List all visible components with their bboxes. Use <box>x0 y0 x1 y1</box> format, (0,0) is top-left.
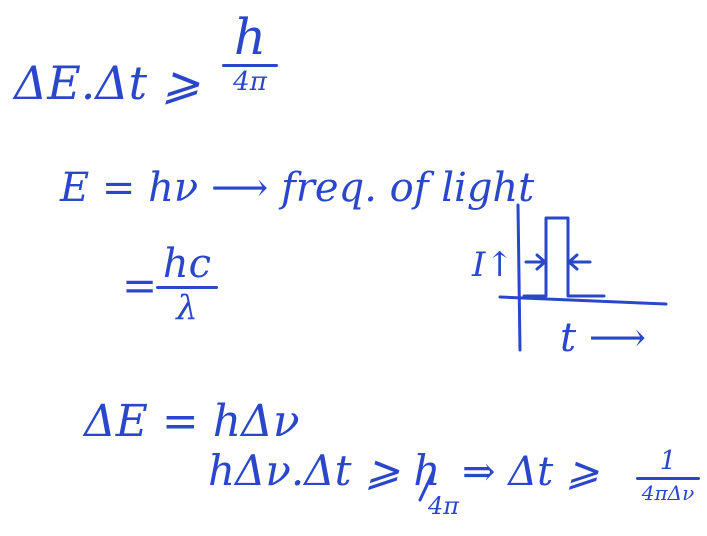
fraction-denominator: 4π <box>233 67 267 97</box>
energy-spread-relation: ΔE = hΔν <box>84 396 300 447</box>
fraction-bar <box>156 286 218 289</box>
fraction-numerator: h <box>233 8 267 66</box>
uncertainty-lhs: ΔE.Δt ⩾ <box>14 56 201 110</box>
fraction-denominator: 4πΔν <box>641 481 695 505</box>
uncertainty-fraction: h 4π <box>222 12 278 95</box>
energy-frequency-relation: E = hν ⟶ freq. of light <box>60 165 535 211</box>
fraction-bar <box>636 477 700 480</box>
fraction-bar <box>222 64 278 67</box>
frequency-uncertainty-lhs: hΔν.Δt ⩾ h <box>208 446 441 495</box>
implies-delta-t: ⇒ Δt ⩾ <box>462 449 600 495</box>
frequency-uncertainty-denominator: 4π <box>428 492 460 520</box>
pulse-width-arrowhead-right <box>567 253 579 271</box>
graph-x-axis <box>498 295 668 306</box>
delta-t-fraction: 1 4πΔν <box>636 448 700 503</box>
equals-sign: = <box>122 261 158 310</box>
fraction-numerator: hc <box>162 241 212 287</box>
energy-wavelength-fraction: hc λ <box>156 244 218 325</box>
fraction-denominator: λ <box>176 288 198 328</box>
graph-y-axis <box>516 203 522 352</box>
fraction-numerator: 1 <box>659 446 677 476</box>
graph-x-label: t ⟶ <box>560 315 647 361</box>
pulse-waveform <box>522 216 606 298</box>
graph-y-label: I↑ <box>472 245 514 285</box>
pulse-width-arrowhead-left <box>535 253 547 271</box>
